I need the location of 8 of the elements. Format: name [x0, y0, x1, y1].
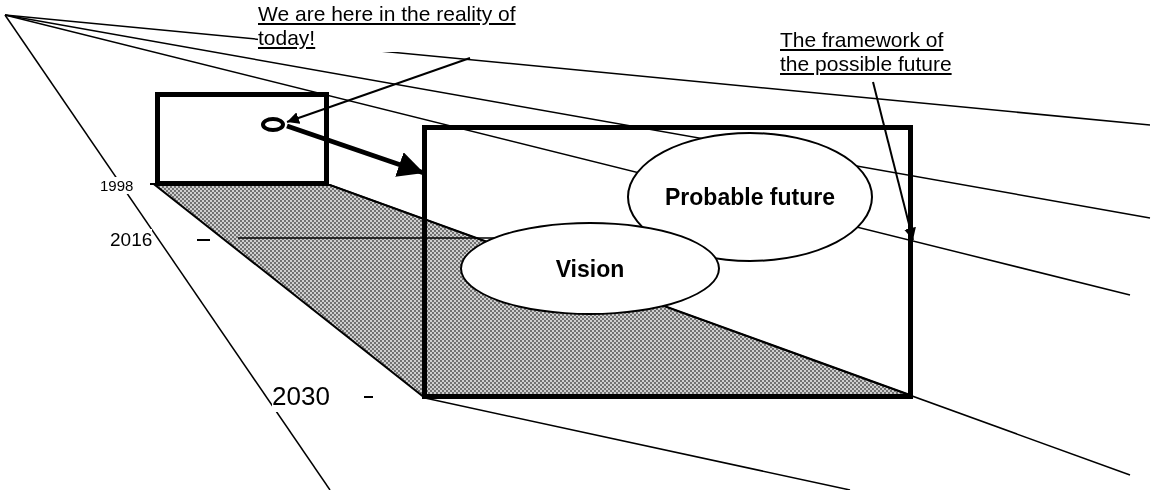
arrow	[286, 123, 425, 177]
arrow	[872, 81, 916, 241]
frame-rectangle	[422, 125, 913, 399]
frame-rectangle	[155, 92, 329, 186]
year-label: 1998	[100, 177, 134, 194]
position-marker	[261, 117, 285, 132]
arrow	[286, 57, 471, 124]
ellipse-label: Probable future	[627, 132, 873, 262]
